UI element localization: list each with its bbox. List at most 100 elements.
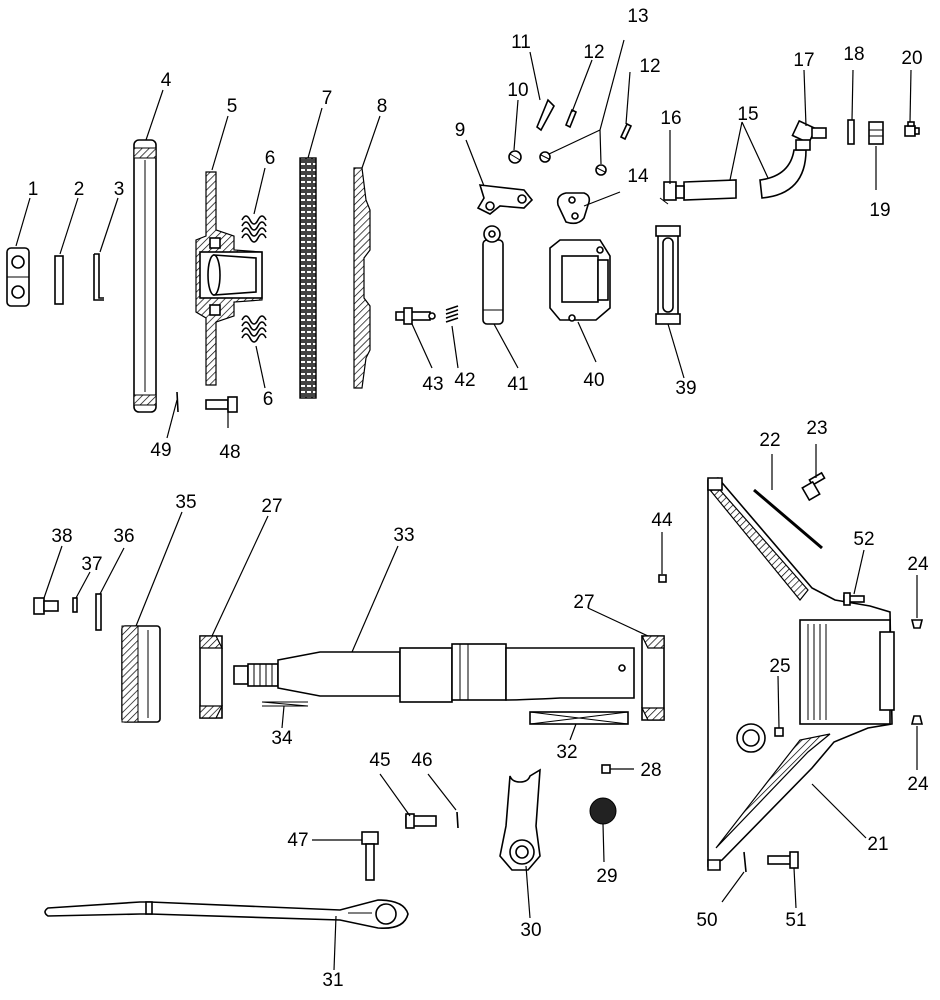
part-23-bolt	[801, 471, 826, 502]
part-39-guide	[655, 225, 681, 325]
part-15-tube	[683, 149, 807, 201]
part-12-screw-a	[564, 108, 578, 129]
part-34-shim	[261, 701, 309, 707]
part-11-pin	[536, 98, 555, 132]
callout-2: 2	[74, 179, 85, 200]
callout-12-a: 12	[583, 42, 604, 63]
part-46-pin	[456, 811, 459, 829]
callout-32: 32	[556, 742, 577, 763]
part-36-gasket	[95, 593, 102, 631]
part-33-shaft	[233, 643, 635, 703]
part-21-housing	[707, 477, 895, 871]
part-52-bolt	[843, 592, 865, 606]
callout-9: 9	[455, 120, 466, 141]
part-51-bolt	[767, 851, 799, 869]
callout-14: 14	[627, 166, 649, 187]
callout-37: 37	[81, 554, 102, 575]
callout-10: 10	[507, 80, 528, 101]
callout-47: 47	[287, 830, 308, 851]
callout-3: 3	[114, 179, 125, 200]
part-27-bearing-left	[199, 635, 223, 719]
part-12-screw-b	[619, 122, 633, 141]
part-29-plug	[589, 797, 617, 825]
part-27-bearing-right	[641, 635, 665, 721]
part-20-grease-fitting	[904, 121, 920, 137]
callout-51: 51	[785, 910, 806, 931]
leader-lines	[15, 39, 918, 971]
callout-39: 39	[675, 378, 696, 399]
callout-44: 44	[651, 510, 673, 531]
part-22-gasket	[753, 488, 823, 550]
callout-27-right: 27	[573, 592, 594, 613]
part-10-ball	[508, 150, 522, 164]
callout-34: 34	[271, 728, 293, 749]
part-24-plug-b	[910, 715, 924, 725]
callout-25: 25	[769, 656, 790, 677]
callout-7: 7	[322, 88, 333, 109]
callout-36: 36	[113, 526, 134, 547]
part-13-ball-b	[595, 164, 607, 176]
callout-28: 28	[640, 760, 661, 781]
part-38-bolt	[33, 597, 59, 615]
part-16-elbow-fitting	[659, 181, 685, 205]
callout-21: 21	[867, 834, 888, 855]
part-1-bearing	[6, 247, 30, 307]
callout-6-upper: 6	[265, 148, 276, 169]
part-50-pin	[743, 851, 747, 873]
callout-15: 15	[737, 104, 758, 125]
part-17-elbow-fitting	[791, 119, 827, 151]
callout-5: 5	[227, 96, 238, 117]
callout-20: 20	[901, 48, 922, 69]
part-18-washer	[847, 119, 855, 145]
callout-labels: 1 2 3 4 5 6 6 7 8 9 10 11 12 12 13 14 15…	[28, 6, 929, 991]
part-5-clutch-hub	[195, 171, 263, 386]
callout-24-a: 24	[907, 554, 929, 575]
part-6-springs-upper	[241, 215, 267, 243]
callout-24-b: 24	[907, 774, 929, 795]
part-14-link	[556, 192, 591, 225]
part-42-spring	[445, 305, 459, 323]
part-47-bolt	[361, 831, 379, 881]
callout-50: 50	[696, 910, 717, 931]
callout-13: 13	[627, 6, 648, 27]
callout-12-b: 12	[639, 56, 660, 77]
callout-38: 38	[51, 526, 72, 547]
callout-29: 29	[596, 866, 617, 887]
callout-4: 4	[161, 70, 172, 91]
part-43-pin	[395, 307, 436, 325]
part-44-key	[658, 574, 667, 583]
part-31-handle-lever	[44, 899, 409, 930]
part-49-pin	[176, 391, 179, 413]
callout-6-lower: 6	[263, 389, 274, 410]
callout-48: 48	[219, 442, 240, 463]
part-37-washer	[72, 597, 78, 613]
callout-41: 41	[507, 374, 528, 395]
part-32-key	[529, 711, 629, 725]
callout-30: 30	[520, 920, 541, 941]
part-25-fitting	[736, 723, 784, 753]
callout-40: 40	[583, 370, 604, 391]
part-41-cylinder	[482, 225, 504, 325]
callout-11: 11	[511, 32, 531, 53]
part-45-bolt	[405, 813, 437, 829]
callout-17: 17	[793, 50, 814, 71]
callout-45: 45	[369, 750, 390, 771]
callout-42: 42	[454, 370, 475, 391]
callout-23: 23	[806, 418, 827, 439]
part-6-springs-lower	[241, 315, 267, 343]
part-35-cap	[121, 625, 161, 723]
callout-49: 49	[150, 440, 171, 461]
part-28-pin	[601, 764, 611, 774]
callout-46: 46	[411, 750, 432, 771]
callout-8: 8	[377, 96, 388, 117]
part-19-nut	[868, 121, 884, 145]
part-13-ball-a	[539, 151, 551, 163]
callout-35: 35	[175, 492, 196, 513]
callout-43: 43	[422, 374, 443, 395]
callout-27-left: 27	[261, 496, 282, 517]
callout-22: 22	[759, 430, 780, 451]
callout-33: 33	[393, 525, 414, 546]
part-8-pressure-plate	[353, 167, 371, 389]
callout-19: 19	[869, 200, 890, 221]
